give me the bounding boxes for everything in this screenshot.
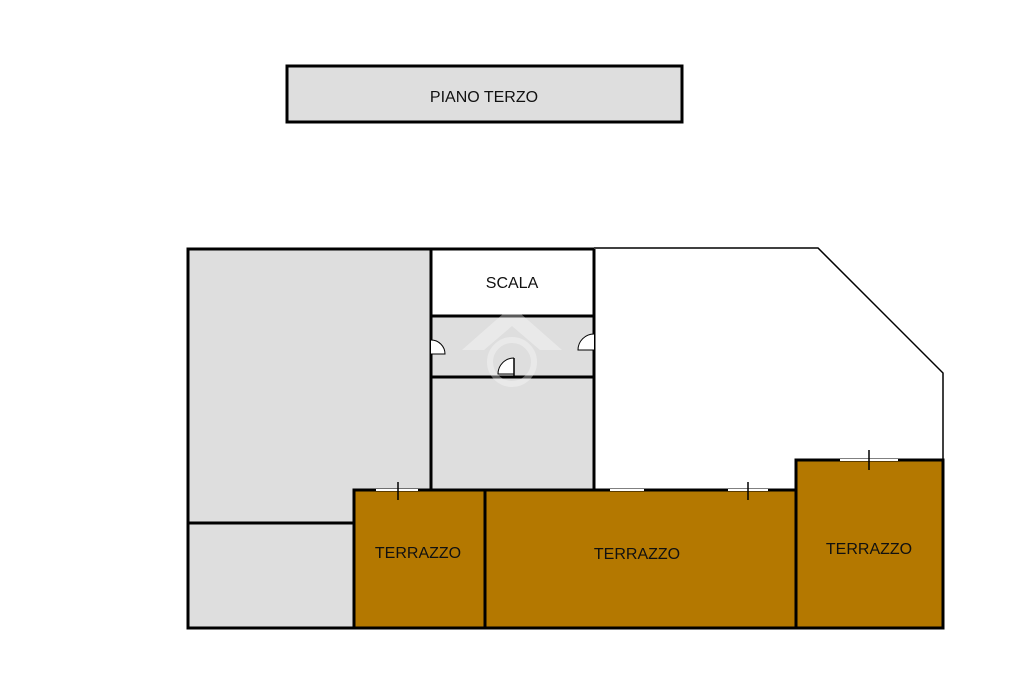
watermark-logo — [462, 306, 562, 387]
door-left-hall — [430, 339, 446, 355]
terrace-right-label: TERRAZZO — [826, 541, 912, 558]
room-lower-left — [188, 523, 354, 628]
terrace-center — [485, 490, 796, 628]
watermark-circle-icon — [487, 337, 537, 387]
page-title: PIANO TERZO — [430, 89, 538, 106]
title-frame — [285, 64, 684, 124]
openings — [376, 450, 898, 500]
terrace-right — [796, 460, 943, 628]
door-right-hall — [577, 333, 595, 351]
stair-area — [431, 249, 594, 316]
stair-label: SCALA — [486, 275, 539, 292]
terrace-left — [354, 490, 485, 628]
title-box: PIANO TERZO — [285, 64, 684, 124]
terrace-center-label: TERRAZZO — [594, 546, 680, 563]
room-large-left — [188, 249, 431, 523]
interior-rooms — [188, 249, 594, 628]
watermark-roof-icon — [462, 306, 562, 350]
wall-outer-left — [186, 247, 594, 630]
doors — [430, 333, 595, 377]
terraces — [354, 460, 943, 628]
wall-right-unit — [594, 247, 944, 460]
terrace-left-label: TERRAZZO — [375, 545, 461, 562]
door-stair — [497, 357, 515, 375]
hallway — [431, 316, 594, 490]
